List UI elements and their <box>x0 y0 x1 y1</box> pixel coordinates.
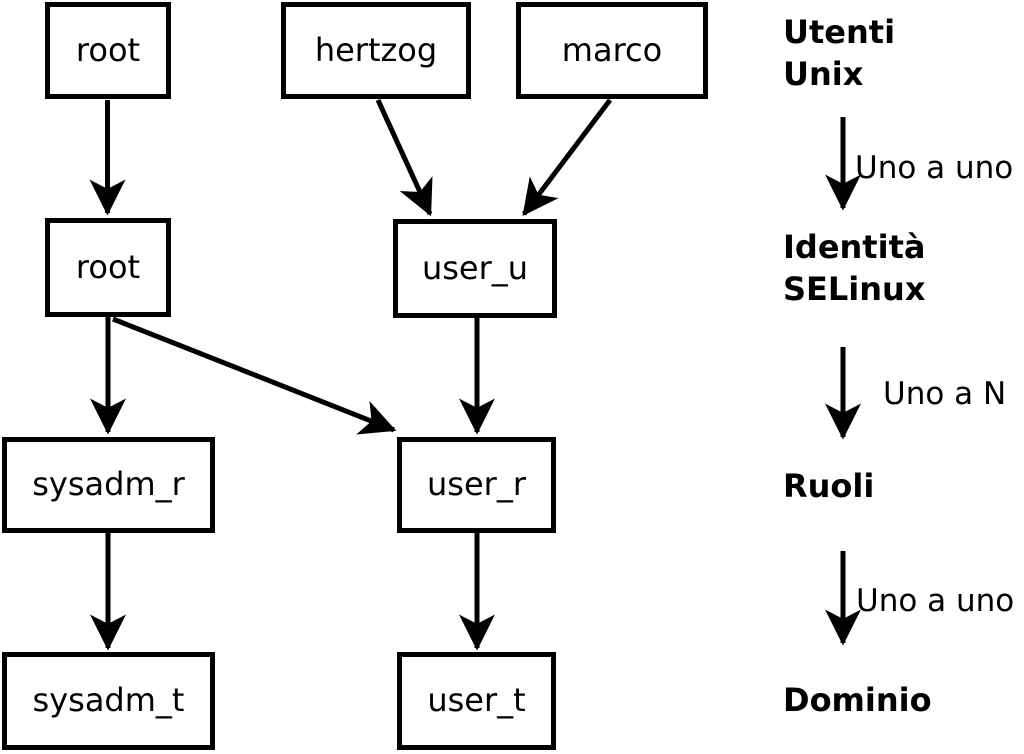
node-hertzog-label: hertzog <box>314 30 438 69</box>
legend-level-utenti-unix-line1: Utenti <box>783 13 896 51</box>
node-root-unix-label: root <box>75 30 141 69</box>
node-root-selinux: root <box>45 218 171 317</box>
legend-relation-uno-a-uno-2: Uno a uno <box>856 583 1015 619</box>
legend-level-identita-selinux-line1: Identità <box>783 228 926 266</box>
node-user-u-label: user_u <box>421 248 529 287</box>
node-sysadm-t-label: sysadm_t <box>32 681 185 720</box>
node-user-t: user_t <box>397 652 556 750</box>
edge-hertzog-to-user-u <box>375 98 433 217</box>
legend-level-identita-selinux: Identità SELinux <box>783 226 925 310</box>
node-user-t-label: user_t <box>427 681 526 720</box>
node-root-selinux-label: root <box>75 247 141 286</box>
legend-level-ruoli: Ruoli <box>783 467 875 505</box>
node-sysadm-r: sysadm_r <box>2 437 215 533</box>
node-user-r: user_r <box>397 437 556 533</box>
node-hertzog: hertzog <box>281 2 471 99</box>
legend-relation-uno-a-n: Uno a N <box>883 376 1007 412</box>
node-user-r-label: user_r <box>427 465 526 504</box>
edge-root-selinux-to-user-r <box>112 316 397 435</box>
legend-level-utenti-unix-line2: Unix <box>783 55 864 93</box>
legend-level-dominio: Dominio <box>783 681 932 719</box>
legend-level-utenti-unix: Utenti Unix <box>783 11 895 95</box>
legend-level-identita-selinux-line2: SELinux <box>783 270 926 308</box>
node-sysadm-t: sysadm_t <box>2 652 215 750</box>
node-marco: marco <box>516 2 708 99</box>
node-sysadm-r-label: sysadm_r <box>32 465 185 504</box>
node-marco-label: marco <box>561 30 663 69</box>
edge-marco-to-user-u <box>522 98 612 217</box>
node-user-u: user_u <box>393 219 557 318</box>
legend-relation-uno-a-uno-1: Uno a uno <box>855 150 1014 186</box>
node-root-unix: root <box>45 2 171 99</box>
